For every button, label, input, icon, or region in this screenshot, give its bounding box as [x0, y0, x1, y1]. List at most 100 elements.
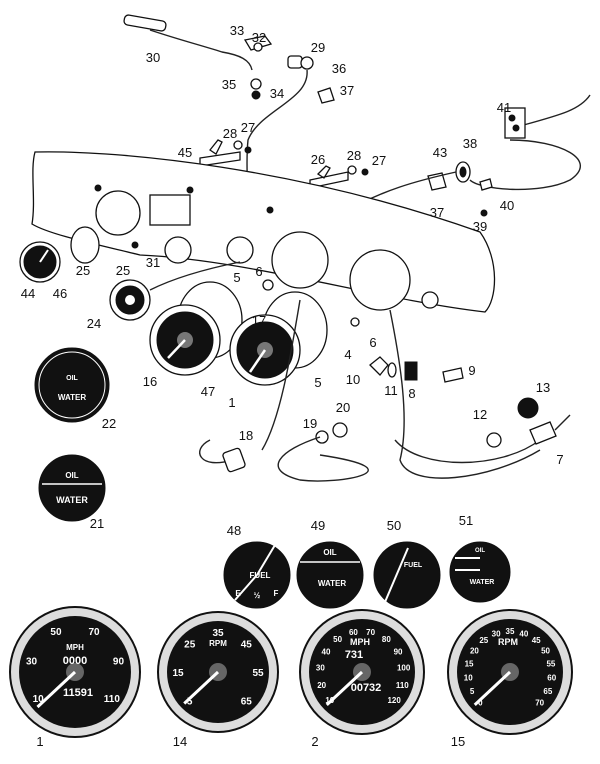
- scale-tick-label: 55: [252, 668, 264, 679]
- callout-17: 17: [252, 313, 266, 328]
- callout-10: 10: [346, 372, 360, 387]
- scale-tick-label: 60: [349, 628, 358, 637]
- gauge-49-bottom-label: WATER: [318, 579, 347, 588]
- callout-27: 27: [241, 120, 255, 135]
- callout-37: 37: [340, 83, 354, 98]
- brackets: [199, 139, 369, 189]
- scale-tick-label: 15: [172, 668, 184, 679]
- scale-tick-label: 70: [88, 627, 100, 638]
- gauge-22-bottom-label: WATER: [58, 393, 87, 402]
- callout-14: 14: [173, 734, 187, 749]
- callout-9: 9: [468, 363, 475, 378]
- gauge-assembly-16: [149, 281, 243, 376]
- scale-tick-label: 10: [464, 674, 473, 683]
- scale-tick-label: 20: [317, 681, 326, 690]
- scale-tick-label: 70: [535, 699, 544, 708]
- callout-32: 32: [252, 30, 266, 45]
- gauge-22-top-label: OIL: [66, 375, 78, 382]
- left-small-gauge-44: [19, 226, 100, 283]
- callout-47: 47: [201, 384, 215, 399]
- gauge-48-mark-f: F: [274, 589, 279, 598]
- callout-4: 4: [344, 347, 351, 362]
- callout-38: 38: [463, 136, 477, 151]
- callout-22: 22: [102, 416, 116, 431]
- speedo-1-trip: 0000: [63, 655, 87, 667]
- callout-51: 51: [459, 513, 473, 528]
- callout-13: 13: [536, 380, 550, 395]
- dashboard-panel: [31, 151, 496, 313]
- needle: [325, 670, 364, 706]
- gauge-21-top-label: OIL: [65, 471, 78, 480]
- speedo-1-odometer: 11591: [63, 687, 93, 699]
- callout-7: 7: [556, 452, 563, 467]
- scale-tick-label: 90: [113, 656, 125, 667]
- callout-33: 33: [230, 23, 244, 38]
- scale-tick-label: 90: [394, 647, 403, 656]
- scale-tick-label: 120: [387, 696, 401, 705]
- tacho-15-unit: RPM: [498, 637, 518, 647]
- scale-tick-label: 25: [479, 636, 488, 645]
- scale-tick-label: 5: [470, 687, 475, 696]
- scale-tick-label: 20: [470, 647, 479, 656]
- gauge-50-label: FUEL: [404, 562, 423, 569]
- callout-8: 8: [408, 386, 415, 401]
- callout-1: 1: [36, 734, 43, 749]
- gauge-49-oil-water: OIL WATER: [296, 541, 364, 609]
- callout-28: 28: [347, 148, 361, 163]
- callout-21: 21: [90, 516, 104, 531]
- callout-35: 35: [222, 77, 236, 92]
- needle: [183, 670, 220, 705]
- scale-tick-label: 45: [241, 640, 253, 651]
- scale-tick-label: 50: [50, 627, 62, 638]
- scale-tick-label: 100: [397, 664, 411, 673]
- gauge-48-fuel: FUEL E ½ F: [223, 541, 291, 609]
- callout-11: 11: [384, 383, 398, 398]
- callout-41: 41: [497, 100, 511, 115]
- callout-5: 5: [314, 375, 321, 390]
- scale-tick-label: 35: [506, 627, 515, 636]
- speedometer-2: 102030405060708090100110120: [299, 609, 425, 735]
- callout-26: 26: [311, 152, 325, 167]
- gauge-51-top-label: OIL: [475, 548, 485, 554]
- speedo-2-unit: MPH: [350, 637, 370, 647]
- callout-6: 6: [369, 335, 376, 350]
- gauge-50-fuel: FUEL: [373, 541, 441, 609]
- callout-25: 25: [76, 263, 90, 278]
- clock-24: [109, 261, 241, 321]
- callout-29: 29: [311, 40, 325, 55]
- callout-31: 31: [146, 255, 160, 270]
- scale-tick-label: 10: [33, 694, 45, 705]
- callout-30: 30: [146, 50, 160, 65]
- scale-tick-label: 40: [519, 629, 528, 638]
- gauge-49-top-label: OIL: [323, 548, 336, 557]
- callout-28: 28: [223, 126, 237, 141]
- scale-tick-label: 70: [366, 628, 375, 637]
- callout-1: 1: [228, 395, 235, 410]
- scale-tick-label: 35: [212, 628, 224, 639]
- callout-12: 12: [473, 407, 487, 422]
- scale-tick-label: 40: [322, 647, 331, 656]
- callout-27: 27: [372, 153, 386, 168]
- callout-46: 46: [53, 286, 67, 301]
- gauge-22-oil-water: OIL WATER: [34, 347, 110, 423]
- callout-36: 36: [332, 61, 346, 76]
- callout-16: 16: [143, 374, 157, 389]
- scale-tick-label: 30: [316, 664, 325, 673]
- scale-tick-label: 30: [26, 656, 38, 667]
- callout-18: 18: [239, 428, 253, 443]
- scale-tick-label: 0: [478, 699, 483, 708]
- gauge-48-label: FUEL: [250, 571, 271, 580]
- cables-lower: [199, 299, 571, 482]
- speedo-2-odometer: 00732: [351, 682, 382, 694]
- callout-2: 2: [311, 734, 318, 749]
- scale-tick-label: 50: [541, 647, 550, 656]
- callout-48: 48: [227, 523, 241, 538]
- tacho-cable-right: [339, 94, 591, 217]
- scale-tick-label: 50: [333, 635, 342, 644]
- gauge-21-oil-water: OIL WATER: [38, 454, 106, 522]
